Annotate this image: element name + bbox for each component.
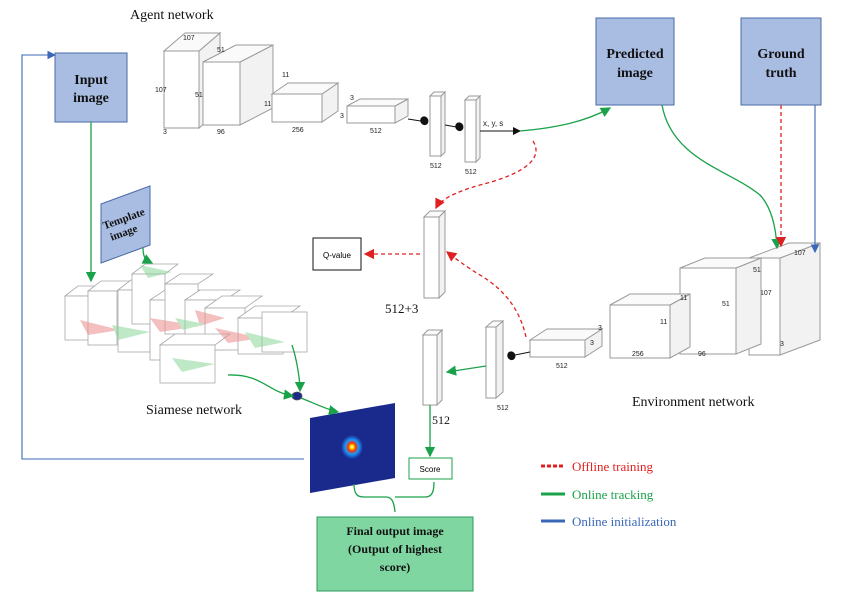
agent-connector-node-1: [420, 116, 429, 126]
agent-layer-2: 51 51 96: [195, 44, 274, 136]
heatmap-output: [310, 403, 395, 493]
env-fc1-dim: 512: [497, 405, 509, 412]
agent-layer-3: 11 11 256: [264, 72, 340, 134]
agent-layer-4: 3 3 512: [340, 95, 409, 135]
siamese-network-stack: [63, 263, 308, 384]
predicted-image-label-2: image: [617, 66, 653, 81]
input-image-label-1: Input: [74, 73, 108, 88]
legend-label-offline: Offline training: [572, 459, 653, 474]
concat-label: 512+3: [385, 301, 418, 316]
env-layer-2: 51 51 96: [679, 257, 762, 358]
concat-fc-layer: 512+3: [385, 209, 447, 316]
score-fc-label: 512: [432, 413, 450, 427]
env-l2-dim-c: 96: [698, 351, 706, 358]
env-l3-dim-b: 11: [660, 319, 667, 326]
env-l4-dim-c: 512: [556, 363, 568, 370]
env-to-concat-arrow: [445, 251, 527, 338]
agent-l1-dim-a: 107: [183, 35, 195, 42]
agent-output-label: x, y, s: [483, 119, 503, 128]
score-fc-layer: 512: [421, 328, 450, 427]
agent-l4-dim-a: 3: [350, 95, 354, 102]
env-to-score-fc-arrow: [445, 365, 487, 376]
agent-l3-dim-b: 11: [264, 101, 271, 108]
template-image-box: Template image: [100, 185, 151, 264]
agent-to-concat-arrow: [435, 140, 537, 210]
agent-fc1-dim: 512: [430, 163, 442, 170]
env-l1-dim-b: 107: [760, 290, 772, 297]
env-l3-dim-c: 256: [632, 351, 644, 358]
agent-l1-dim-b: 107: [155, 87, 167, 94]
agent-l1-dim-c: 3: [163, 129, 167, 136]
agent-to-predicted-arrow: [519, 107, 612, 132]
node-to-heatmap-arrow: [300, 397, 340, 416]
environment-network-title: Environment network: [632, 395, 754, 410]
q-value-label: Q-value: [323, 251, 352, 260]
agent-l4-dim-b: 3: [340, 113, 344, 120]
siamese-merge-node: [291, 391, 303, 401]
ground-truth-label-2: truth: [765, 66, 796, 81]
agent-l4-dim-c: 512: [370, 128, 382, 135]
agent-connector-node-2: [455, 122, 464, 132]
legend: Offline training Online tracking Online …: [541, 459, 677, 529]
agent-network-title: Agent network: [130, 8, 214, 23]
template-to-siamese-arrow: [141, 247, 154, 264]
env-layer-4: 3 3 512: [528, 325, 604, 370]
siamese-network-title: Siamese network: [146, 403, 242, 418]
siamese-to-node-arrow: [227, 374, 295, 400]
ground-truth-box: Ground truth: [740, 17, 822, 106]
final-output-box: Final output image (Output of highest sc…: [316, 516, 474, 592]
agent-l2-dim-c: 96: [217, 129, 225, 136]
ground-truth-label-1: Ground: [757, 47, 804, 62]
agent-l3-dim-c: 256: [292, 127, 304, 134]
siamese-to-node-arrow-2: [291, 344, 306, 393]
final-output-label-2: (Output of highest: [348, 542, 442, 556]
final-output-label-3: score): [380, 560, 410, 574]
agent-fc2-dim: 512: [465, 169, 477, 176]
input-image-label-2: image: [73, 91, 109, 106]
input-image-box: Input image: [54, 52, 128, 123]
legend-label-online-init: Online initialization: [572, 514, 677, 529]
legend-label-online-tracking: Online tracking: [572, 487, 654, 502]
q-value-box: Q-value: [312, 237, 362, 271]
agent-l2-dim-a: 51: [217, 47, 225, 54]
env-fc-1: 512: [484, 319, 509, 412]
agent-l2-dim-b: 51: [195, 92, 203, 99]
final-output-label-1: Final output image: [346, 524, 444, 538]
env-l4-dim-b: 3: [590, 340, 594, 347]
env-l1-dim-a: 107: [794, 250, 806, 257]
heatmap-score-to-final-brace: [353, 481, 435, 513]
score-label: Score: [420, 465, 441, 474]
agent-fc-2: 512: [463, 94, 482, 176]
env-l2-dim-b: 51: [722, 301, 730, 308]
predicted-image-label-1: Predicted: [606, 47, 663, 62]
env-l2-dim-a: 51: [753, 267, 761, 274]
predicted-to-env-arrow: [661, 104, 782, 250]
env-l1-dim-c: 3: [780, 341, 784, 348]
score-box: Score: [408, 457, 453, 480]
env-connector-node: [507, 351, 516, 361]
predicted-image-box: Predicted image: [595, 17, 675, 106]
env-layer-3: 11 11 256: [609, 293, 691, 359]
agent-fc-1: 512: [428, 90, 447, 170]
env-l4-dim-a: 3: [598, 325, 602, 332]
agent-l3-dim-a: 11: [282, 72, 289, 79]
env-l3-dim-a: 11: [680, 295, 687, 302]
